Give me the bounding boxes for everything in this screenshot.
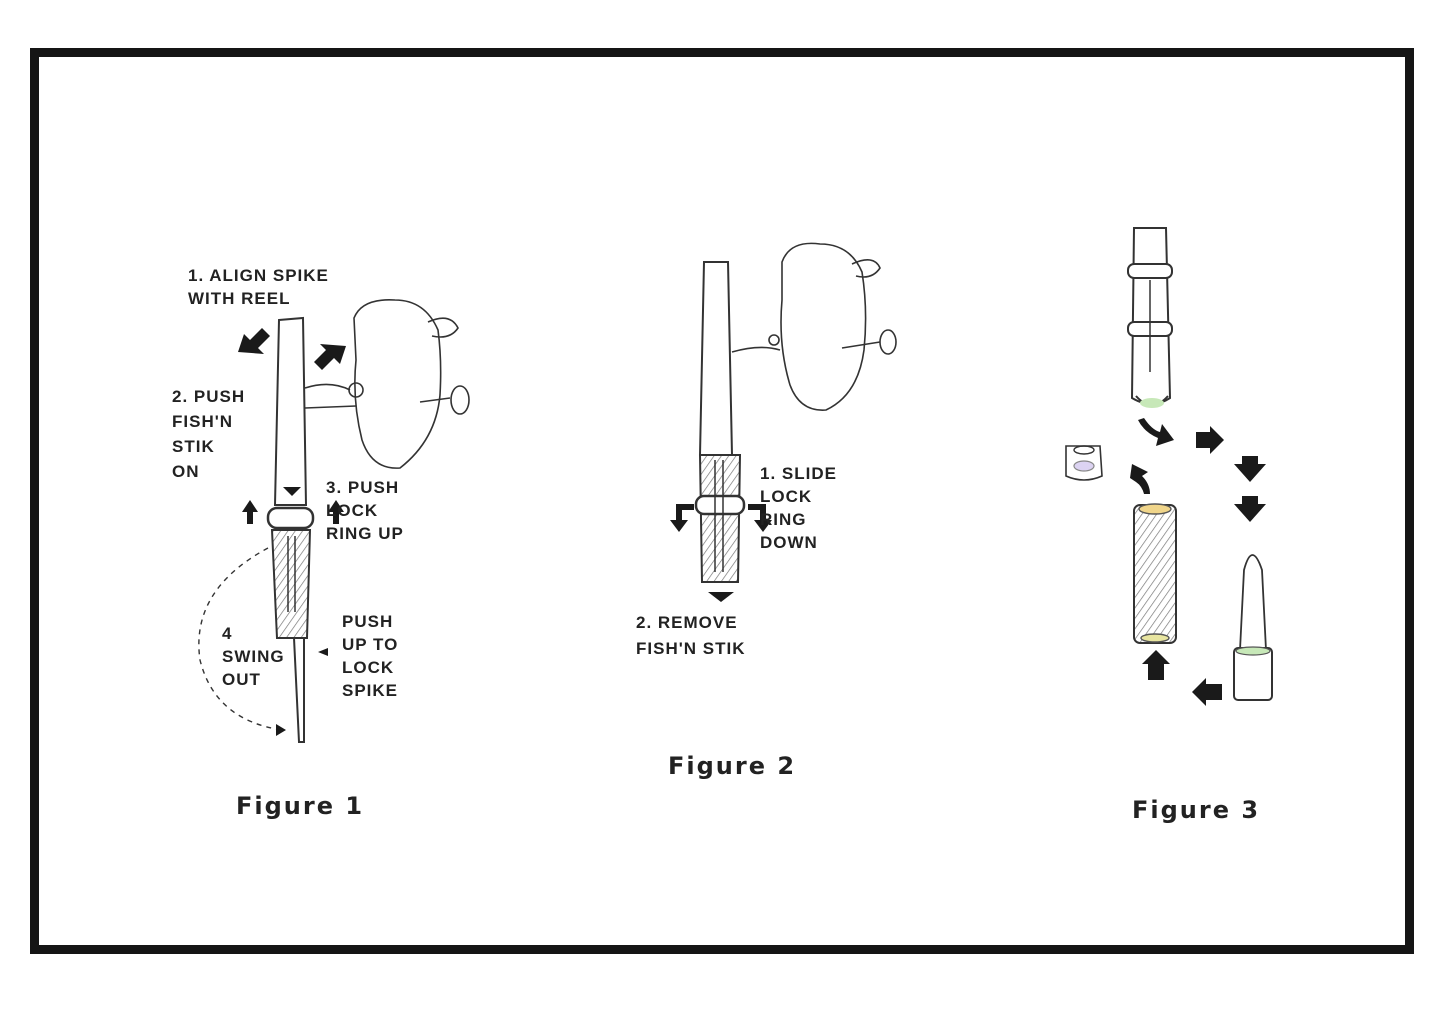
arrow-icon	[1138, 418, 1174, 446]
label-remove-fishn-stik: 2. REMOVE FISH'N STIK	[636, 613, 746, 658]
sheath-icon	[1233, 554, 1273, 701]
label-push-fishn-stik-on: 2. PUSH FISH'N STIK ON	[172, 387, 246, 481]
figure-2-arrows	[670, 504, 772, 602]
arrow-icon	[1192, 678, 1222, 706]
lock-ring-icon	[266, 506, 315, 530]
lock-ring-icon	[1127, 263, 1173, 279]
arrow-icon	[1234, 496, 1266, 522]
rod-icon	[273, 316, 308, 506]
caption-figure-2: Figure 2	[668, 752, 797, 780]
arrow-icon	[328, 500, 344, 524]
label-push-lock-ring-up: 3. PUSH LOCK RING UP	[326, 478, 404, 543]
rod-icon	[1130, 227, 1172, 405]
arrow-icon	[748, 504, 772, 532]
figure-3-arrows	[1130, 418, 1266, 706]
figure-1-drawing	[198, 299, 470, 743]
arrow-icon	[670, 504, 694, 532]
reel-icon	[304, 299, 470, 469]
rod-icon	[698, 261, 734, 456]
spike-icon	[293, 637, 305, 743]
arrow-icon	[1142, 650, 1170, 680]
figure-3-drawing	[1065, 227, 1273, 701]
arrow-icon	[276, 724, 286, 736]
arrow-icon	[242, 500, 258, 524]
arrow-icon	[238, 328, 270, 354]
label-align-spike: 1. ALIGN SPIKE WITH REEL	[188, 266, 329, 308]
cap-icon	[1065, 445, 1103, 481]
arrow-icon	[1196, 426, 1224, 454]
tube-icon	[1133, 503, 1177, 644]
caption-figure-1: Figure 1	[236, 792, 365, 820]
figure-2-drawing	[694, 242, 897, 583]
arrow-icon	[314, 344, 346, 370]
arrow-icon	[1234, 456, 1266, 482]
label-push-up-to-lock-spike: PUSH UP TO LOCK SPIKE	[342, 612, 399, 700]
figure-1-arrows	[238, 328, 346, 736]
lock-ring-icon	[694, 494, 746, 516]
diagram-frame	[30, 48, 1414, 954]
arrow-icon	[708, 592, 734, 602]
label-swing-out: 4 SWING OUT	[222, 624, 285, 689]
arrow-icon	[283, 487, 301, 496]
arrow-icon	[318, 648, 328, 656]
reel-icon	[731, 242, 897, 411]
label-slide-lock-ring-down: 1. SLIDE LOCK RING DOWN	[760, 464, 837, 552]
arrow-icon	[1130, 464, 1150, 494]
caption-figure-3: Figure 3	[1132, 796, 1261, 824]
